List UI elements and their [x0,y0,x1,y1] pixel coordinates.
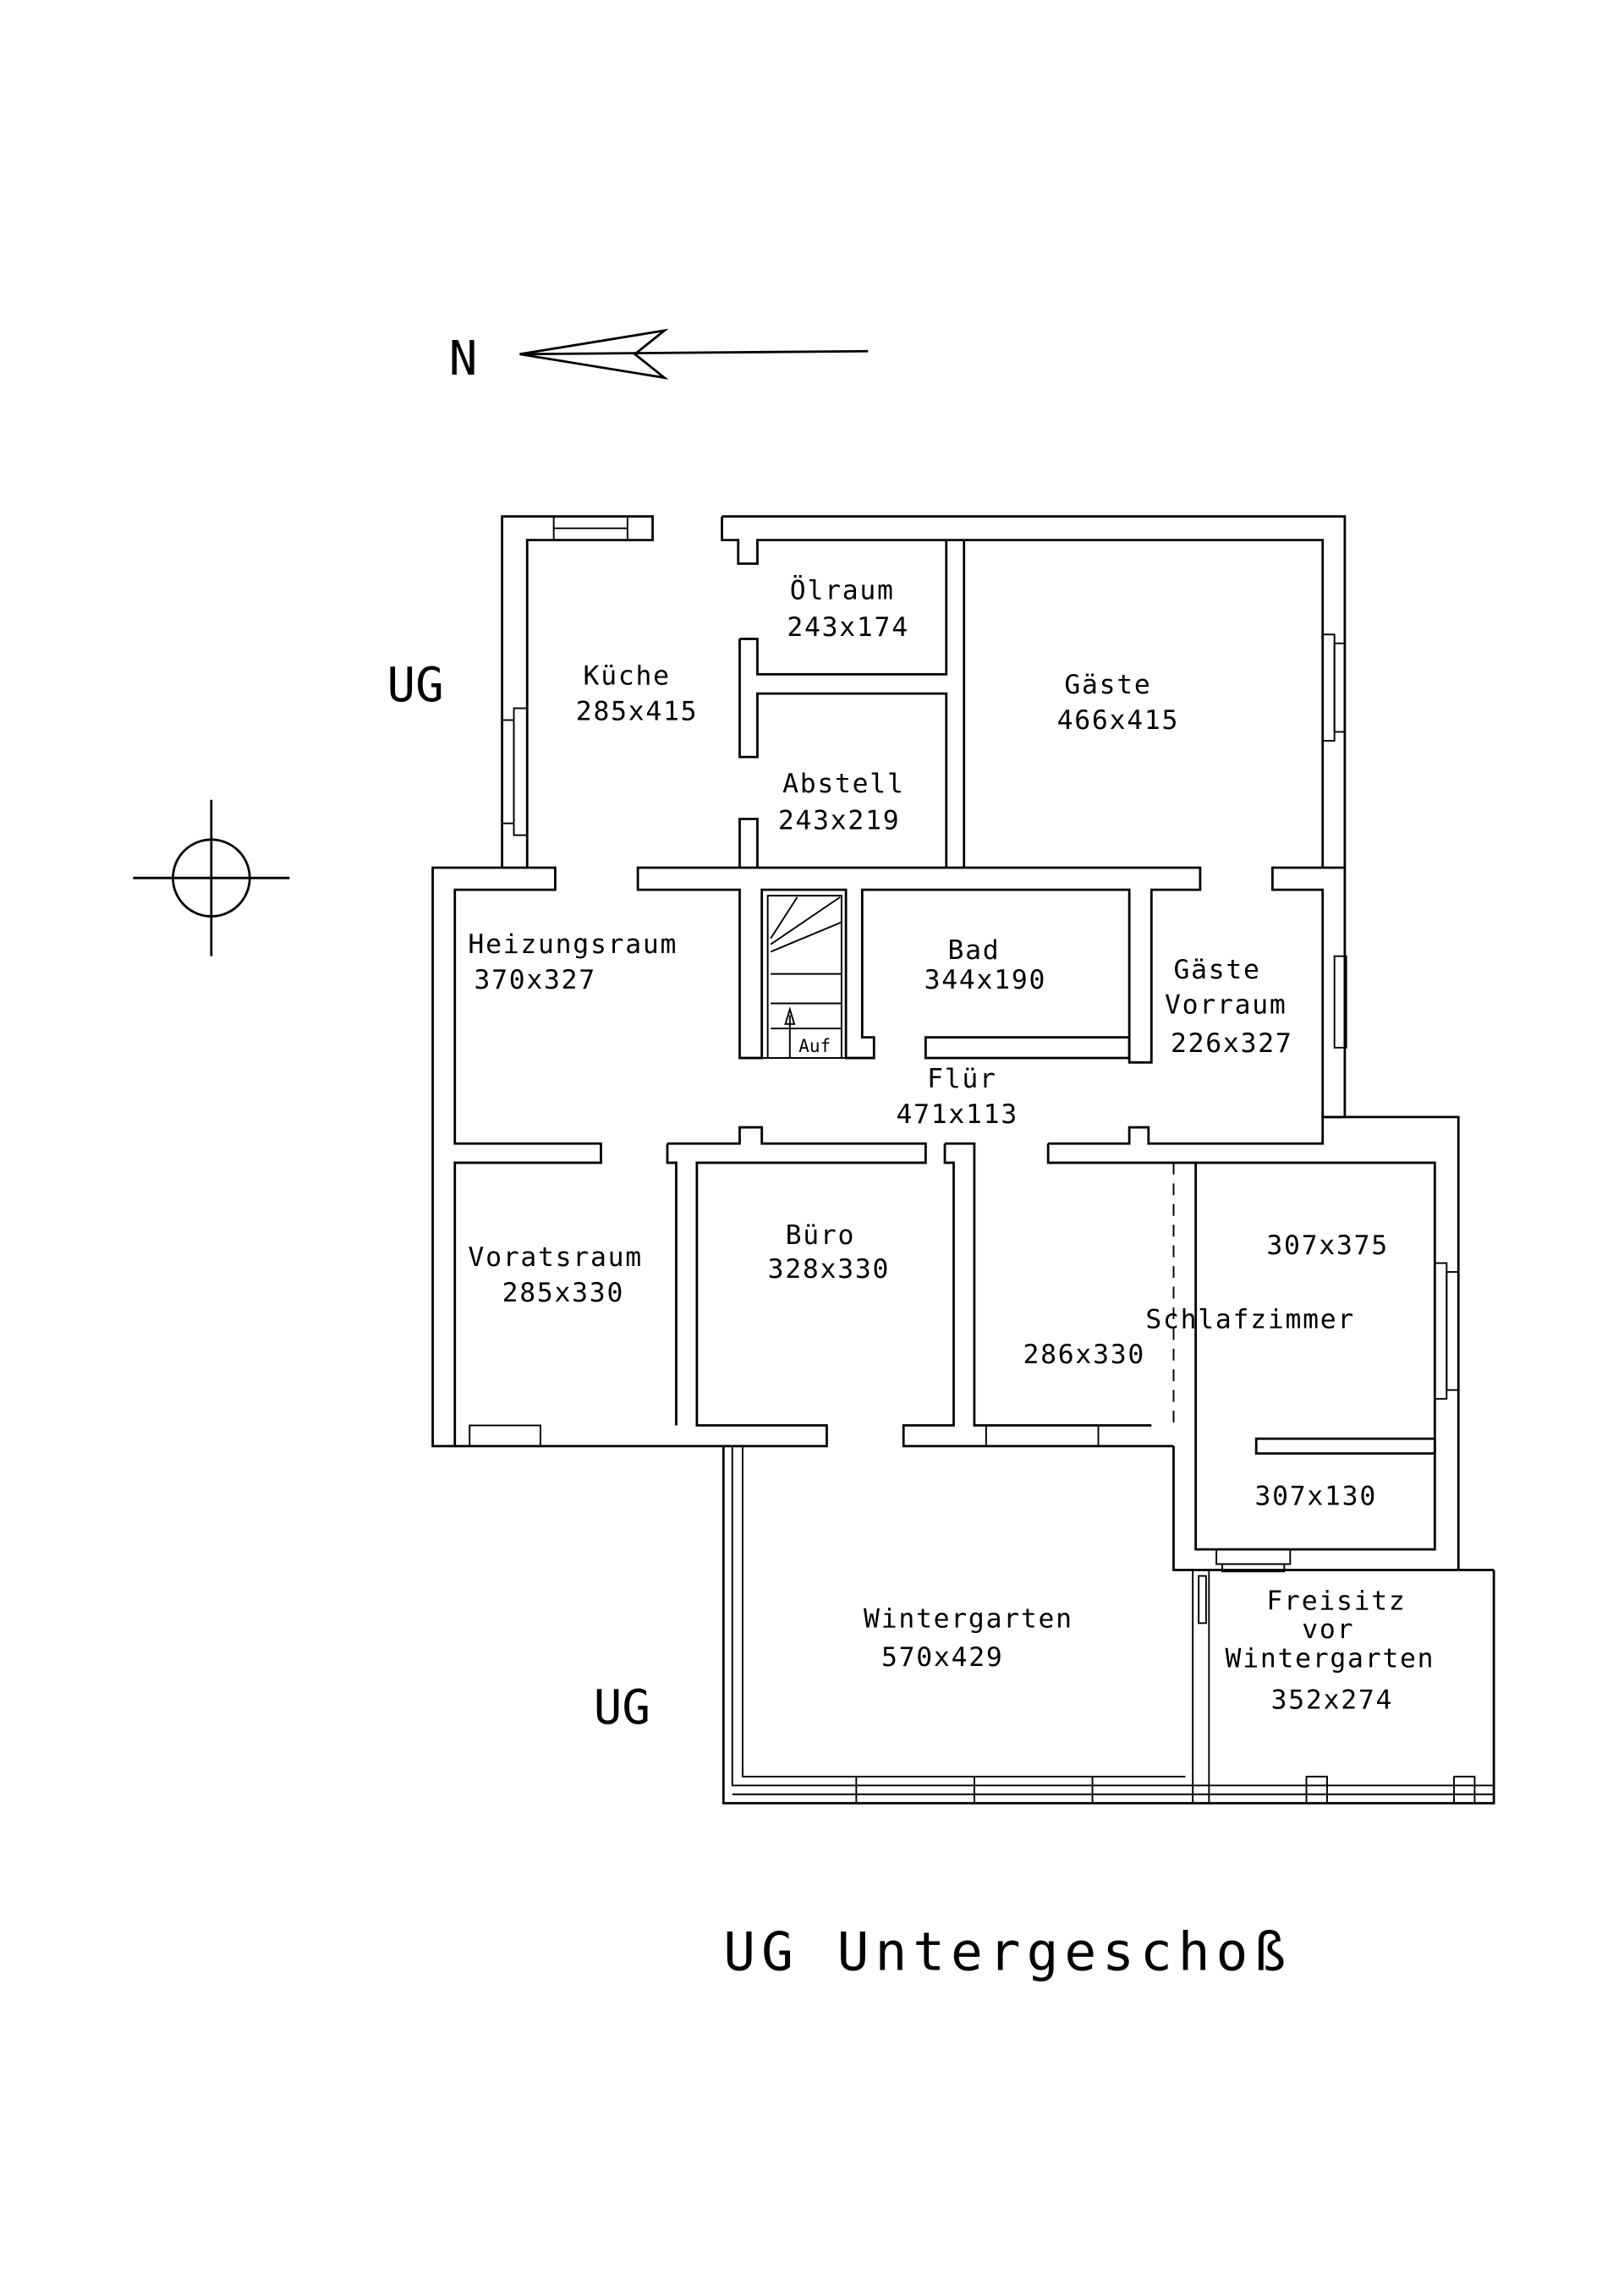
room-abstell: Abstell 243x219 [778,769,905,836]
staircase-icon: Auf [760,889,848,1060]
svg-text:243x174: 243x174 [787,612,909,643]
room-flur: Flür 471x113 [896,1064,1018,1130]
svg-text:Abstell: Abstell [782,769,905,799]
svg-text:Gäste: Gäste [1064,670,1151,700]
svg-text:307x130: 307x130 [1254,1482,1377,1512]
floor-marker-bottom: UG [594,1680,650,1735]
svg-text:307x375: 307x375 [1266,1230,1389,1261]
svg-text:Ölraum: Ölraum [790,573,895,606]
svg-text:466x415: 466x415 [1057,705,1180,736]
svg-text:328x330: 328x330 [768,1254,891,1285]
svg-text:Flür: Flür [927,1064,997,1094]
room-gaeste: Gäste 466x415 [1057,670,1180,736]
svg-text:Schlafzimmer: Schlafzimmer [1145,1304,1355,1334]
svg-text:285x415: 285x415 [576,696,699,726]
svg-text:Wintergarten: Wintergarten [1226,1644,1435,1674]
stair-label: Auf [798,1036,831,1056]
svg-text:570x429: 570x429 [881,1642,1004,1673]
svg-text:344x190: 344x190 [924,965,1047,995]
room-bad: Bad 344x190 [924,935,1047,995]
svg-text:Büro: Büro [786,1220,856,1251]
svg-text:vor: vor [1302,1614,1354,1645]
svg-text:Vorraum: Vorraum [1165,990,1287,1021]
room-schlafzimmer: Schlafzimmer 286x330 307x375 307x130 [1023,1230,1389,1512]
svg-text:Wintergarten: Wintergarten [864,1604,1073,1635]
svg-text:352x274: 352x274 [1271,1685,1394,1716]
svg-text:285x330: 285x330 [502,1278,625,1308]
svg-text:Küche: Küche [584,661,671,692]
plan-title: UG Untergeschoß [723,1921,1292,1982]
room-oelraum: Ölraum 243x174 [787,573,909,643]
svg-text:243x219: 243x219 [778,806,901,836]
room-freisitz: Freisitz vor Wintergarten 352x274 [1226,1586,1435,1716]
crosshair-symbol-icon [133,799,290,956]
svg-text:Bad: Bad [948,935,1001,966]
north-label: N [449,332,478,386]
room-heizungsraum: Heizungsraum 370x327 [468,929,678,995]
room-gaeste-vorraum: Gäste Vorraum 226x327 [1165,955,1292,1059]
room-buero: Büro 328x330 [768,1220,891,1285]
svg-text:Freisitz: Freisitz [1266,1586,1406,1617]
room-voratsraum: Voratsraum 285x330 [468,1242,642,1308]
svg-text:286x330: 286x330 [1023,1340,1146,1370]
svg-text:Voratsraum: Voratsraum [468,1242,642,1273]
svg-text:226x327: 226x327 [1171,1028,1293,1059]
svg-text:Gäste: Gäste [1173,955,1260,985]
room-wintergarten: Wintergarten 570x429 [864,1604,1073,1673]
walls: Auf [431,515,1495,1805]
svg-text:370x327: 370x327 [474,965,596,995]
svg-text:471x113: 471x113 [896,1099,1018,1130]
room-kueche: Küche 285x415 [576,661,699,727]
svg-text:Heizungsraum: Heizungsraum [468,929,678,960]
north-arrow-icon [519,328,869,380]
floor-marker-top: UG [387,658,443,713]
